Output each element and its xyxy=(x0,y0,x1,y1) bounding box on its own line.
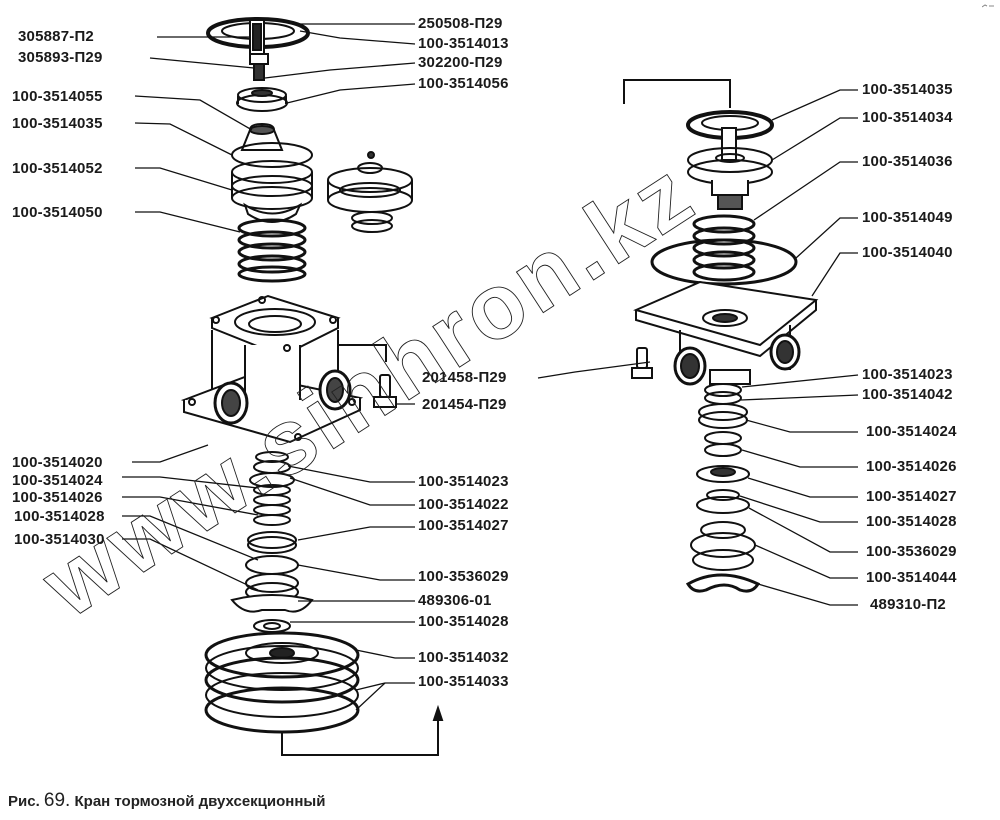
part-label: 100-3514035 xyxy=(12,115,103,132)
caption-number: 69. xyxy=(43,790,71,811)
piston-part xyxy=(231,160,313,223)
part-label: 100-3514026 xyxy=(12,489,103,506)
connector-bracket xyxy=(623,79,731,108)
part-label: 100-3514026 xyxy=(866,458,957,475)
part-label: 100-3514020 xyxy=(12,454,103,471)
part-label: 100-3514035 xyxy=(862,81,953,98)
part-label: 100-3514055 xyxy=(12,88,103,105)
part-label: 100-3514028 xyxy=(866,513,957,530)
spare-piston-part xyxy=(327,151,413,233)
part-label: 100-3514033 xyxy=(418,673,509,690)
figure-caption: Рис. 69. Кран тормозной двухсекционный xyxy=(8,790,325,812)
part-label: 100-3514036 xyxy=(862,153,953,170)
part-label: 250508-П29 xyxy=(418,15,503,32)
right-housing-part xyxy=(631,280,819,386)
part-label: 201454-П29 xyxy=(422,396,507,413)
part-label: 100-3514040 xyxy=(862,244,953,261)
cap-washer-part xyxy=(236,87,288,112)
part-label: 100-3514028 xyxy=(418,613,509,630)
part-label: 100-3514022 xyxy=(418,496,509,513)
part-label: 100-3514050 xyxy=(12,204,103,221)
lower-valve-stack-part xyxy=(230,451,314,633)
right-handwheel-part xyxy=(686,110,774,210)
watermark-text: www.sinhron.kz xyxy=(25,141,713,637)
part-label: 100-3514028 xyxy=(14,508,105,525)
corner-mark xyxy=(982,4,994,8)
part-label: 489310-П2 xyxy=(870,596,946,613)
part-label: 489306-01 xyxy=(418,592,492,609)
part-label: 100-3514056 xyxy=(418,75,509,92)
handwheel-part xyxy=(206,17,310,81)
caption-title: Кран тормозной двухсекционный xyxy=(74,793,326,810)
part-label: 100-3514024 xyxy=(12,472,103,489)
part-label: 100-3536029 xyxy=(866,543,957,560)
leader-lines xyxy=(122,23,859,711)
part-label: 100-3514049 xyxy=(862,209,953,226)
part-label: 100-3514042 xyxy=(862,386,953,403)
part-label: 100-3514030 xyxy=(14,531,105,548)
part-label: 100-3514024 xyxy=(866,423,957,440)
part-label: 100-3514027 xyxy=(866,488,957,505)
right-lower-stack-part xyxy=(685,383,761,593)
right-gasket-part xyxy=(650,238,798,286)
bolt-part xyxy=(373,374,397,408)
part-label: 100-3514052 xyxy=(12,160,103,177)
part-label: 100-3514013 xyxy=(418,35,509,52)
part-label: 201458-П29 xyxy=(422,369,507,386)
part-label: 100-3536029 xyxy=(418,568,509,585)
part-label: 305887-П2 xyxy=(18,28,94,45)
part-label: 100-3514044 xyxy=(866,569,957,586)
part-label: 100-3514032 xyxy=(418,649,509,666)
part-label: 100-3514023 xyxy=(862,366,953,383)
caption-prefix: Рис. xyxy=(8,793,40,810)
base-cover-part xyxy=(204,631,444,756)
part-label: 100-3514027 xyxy=(418,517,509,534)
valve-housing-part xyxy=(180,294,387,444)
part-label: 302200-П29 xyxy=(418,54,503,71)
part-label: 305893-П29 xyxy=(18,49,103,66)
spring-part xyxy=(237,218,307,283)
part-label: 100-3514023 xyxy=(418,473,509,490)
part-label: 100-3514034 xyxy=(862,109,953,126)
